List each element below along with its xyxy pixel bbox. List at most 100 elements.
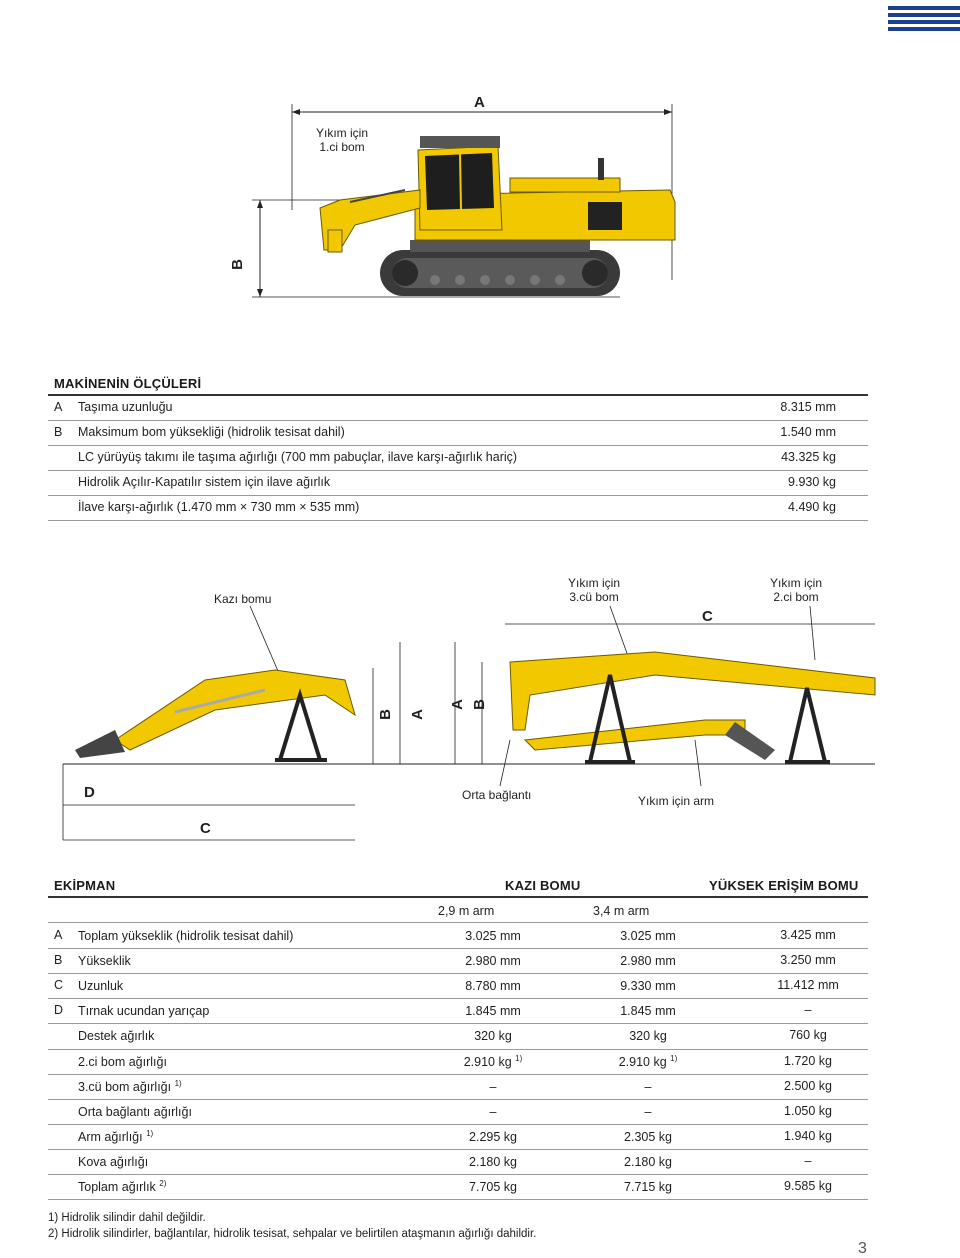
- label-kazi-bomu: Kazı bomu: [214, 592, 272, 606]
- row-value-yuksek: 9.585 kg: [784, 1179, 832, 1193]
- equipment-row-rule: [48, 1073, 868, 1075]
- diagram2-letter-A-right: A: [448, 699, 466, 710]
- row-value-kazi-3-4: 2.305 kg: [593, 1129, 703, 1144]
- row-letter: B: [54, 425, 63, 439]
- row-letter: C: [54, 978, 64, 993]
- row-label: 3.cü bom ağırlığı 1): [78, 1079, 182, 1094]
- row-value-kazi-2-9: 2.980 mm: [438, 953, 548, 968]
- row-letter: A: [54, 928, 63, 942]
- equipment-row-rule: [48, 998, 868, 1000]
- row-letter: B: [54, 953, 63, 968]
- value-text: 2.295 kg: [469, 1129, 517, 1144]
- row-label-text: Yükseklik: [78, 954, 131, 969]
- row-value-yuksek: 1.940 kg: [784, 1128, 832, 1143]
- dimensions-row-rule: [48, 520, 868, 521]
- equipment-row-rule: [48, 1174, 868, 1175]
- row-label: Arm ağırlığı 1): [78, 1129, 153, 1144]
- diagram1-letter-B: B: [228, 259, 246, 270]
- equipment-row-rule: [48, 1123, 868, 1125]
- equipment-row: Kova ağırlığı 2.180 kg 2.180 kg –: [48, 1150, 868, 1174]
- row-label: Toplam yükseklik (hidrolik tesisat dahil…: [78, 928, 293, 943]
- value-note: 1): [670, 1053, 678, 1063]
- diagram1-letter-A: A: [474, 94, 485, 111]
- footnote-2: 2) Hidrolik silindirler, bağlantılar, hi…: [48, 1228, 537, 1240]
- row-label: Yükseklik: [78, 953, 131, 968]
- row-label-text: Uzunluk: [78, 979, 124, 994]
- row-value-kazi-2-9: 1.845 mm: [438, 1003, 548, 1018]
- equipment-row-rule: [48, 1098, 868, 1100]
- row-label-text: Tırnak ucundan yarıçap: [78, 1004, 210, 1019]
- value-text: –: [489, 1104, 497, 1119]
- equipment-row-rule: [48, 1199, 868, 1201]
- row-value-kazi-2-9: 2.910 kg 1): [438, 1054, 548, 1069]
- equipment-row: 3.cü bom ağırlığı 1)– – 2.500 kg: [48, 1075, 868, 1099]
- row-label: Toplam ağırlık 2): [78, 1179, 166, 1194]
- value-text: 320 kg: [629, 1029, 667, 1044]
- row-label: Tırnak ucundan yarıçap: [78, 1003, 209, 1018]
- equipment-row: 2.ci bom ağırlığı 2.910 kg 1)2.910 kg 1)…: [48, 1050, 868, 1074]
- equipment-row-rule: [48, 1048, 868, 1050]
- equipment-title: EKİPMAN: [54, 878, 116, 893]
- diagram2-letter-B-left: B: [376, 709, 394, 720]
- row-letter: D: [54, 1003, 64, 1018]
- row-value-yuksek: 3.425 mm: [780, 928, 836, 942]
- equipment-sub-3-4: 3,4 m arm: [593, 904, 650, 918]
- row-value-kazi-2-9: 320 kg: [438, 1028, 548, 1044]
- dimensions-top-rule: [48, 394, 868, 396]
- value-text: 7.715 kg: [624, 1180, 672, 1195]
- dimensions-row: İlave karşı-ağırlık (1.470 mm × 730 mm ×…: [48, 496, 868, 520]
- dimensions-row-rule: [48, 445, 868, 446]
- equipment-group-yuksek: YÜKSEK ERİŞİM BOMU: [709, 878, 859, 893]
- equipment-sub-rule: [48, 922, 868, 923]
- row-value-kazi-2-9: –: [438, 1079, 548, 1094]
- row-value-yuksek: 760 kg: [789, 1028, 827, 1043]
- dimensions-row: LC yürüyüş takımı ile taşıma ağırlığı (7…: [48, 446, 868, 470]
- equipment-row: Arm ağırlığı 1) 2.295 kg 2.305 kg 1.940 k…: [48, 1125, 868, 1149]
- equipment-row-rule: [48, 948, 868, 950]
- diagram2-letter-B-right: B: [470, 699, 488, 710]
- equipment-top-rule: [48, 896, 868, 898]
- label-yikim-3cu-bom: Yıkım için 3.cü bom: [568, 576, 621, 604]
- value-text: 2.180 kg: [469, 1155, 517, 1170]
- row-label: LC yürüyüş takımı ile taşıma ağırlığı (7…: [78, 450, 518, 464]
- row-label: İlave karşı-ağırlık (1.470 mm × 730 mm ×…: [78, 500, 360, 514]
- footnote-1: 1) Hidrolik silindir dahil değildir.: [48, 1212, 206, 1224]
- row-label-text: Kova ağırlığı: [78, 1155, 149, 1170]
- value-text: 3.025 mm: [620, 929, 676, 944]
- diagram2-letter-C-right: C: [702, 608, 713, 625]
- row-label: Orta bağlantı ağırlığı: [78, 1104, 192, 1119]
- value-text: 1.845 mm: [620, 1004, 676, 1019]
- row-value-yuksek: 2.500 kg: [784, 1078, 832, 1093]
- row-label-text: Arm ağırlığı: [78, 1129, 143, 1144]
- row-value-kazi-2-9: 3.025 mm: [438, 928, 548, 943]
- row-letter: A: [54, 400, 63, 414]
- row-label-text: Toplam yükseklik (hidrolik tesisat dahil…: [78, 929, 294, 944]
- row-label: Taşıma uzunluğu: [78, 400, 173, 414]
- equipment-sub-2-9: 2,9 m arm: [438, 904, 495, 918]
- row-label-text: Orta bağlantı ağırlığı: [78, 1104, 192, 1119]
- label-yikim-arm: Yıkım için arm: [638, 794, 715, 808]
- value-text: 2.180 kg: [624, 1155, 672, 1170]
- row-value-kazi-3-4: 3.025 mm: [593, 928, 703, 943]
- value-text: 320 kg: [474, 1029, 512, 1044]
- dimensions-row-rule: [48, 420, 868, 421]
- row-value-yuksek: 1.050 kg: [784, 1103, 832, 1118]
- diagram2-letter-C-left: C: [200, 820, 211, 837]
- row-label-text: Toplam ağırlık: [78, 1180, 156, 1195]
- value-text: 2.910 kg: [463, 1054, 512, 1069]
- row-value-kazi-2-9: 7.705 kg: [438, 1179, 548, 1194]
- row-label-text: Destek ağırlık: [78, 1029, 155, 1044]
- value-text: 3.025 mm: [465, 929, 521, 944]
- value-text: 2.910 kg: [618, 1054, 667, 1069]
- row-value-kazi-3-4: –: [593, 1104, 703, 1119]
- row-label-note: 2): [159, 1179, 167, 1188]
- dimensions-row: Hidrolik Açılır-Kapatılır sistem için il…: [48, 471, 868, 495]
- value-text: 1.845 mm: [465, 1004, 521, 1019]
- row-value-yuksek: 11.412 mm: [777, 978, 839, 993]
- value-text: 8.780 mm: [465, 979, 521, 994]
- equipment-row-rule: [48, 973, 868, 975]
- row-label-note: 1): [146, 1128, 154, 1138]
